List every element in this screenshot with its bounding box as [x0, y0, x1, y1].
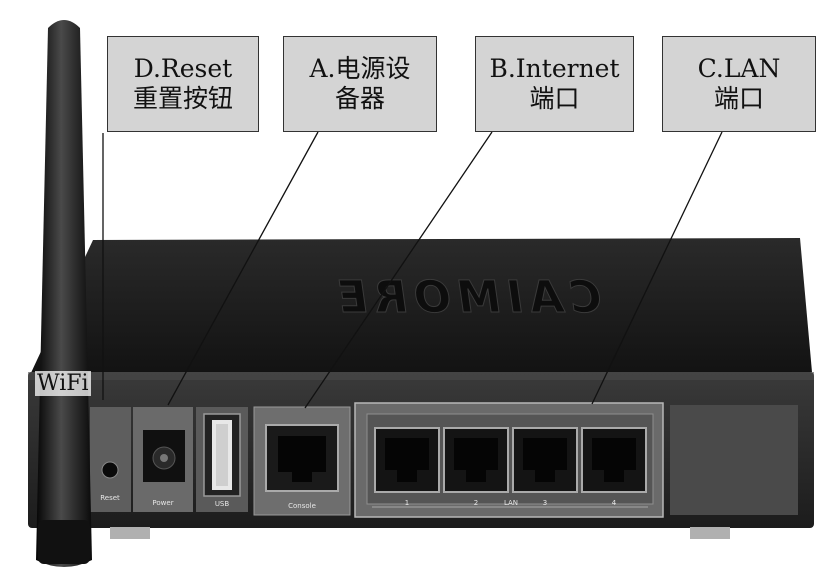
leader-line-power	[167, 131, 319, 406]
callout-lan: C.LAN 端口	[662, 36, 816, 132]
power-port-label: Power	[152, 499, 173, 507]
leader-line-lan	[591, 131, 723, 405]
router-foot-left	[110, 527, 150, 539]
reset-port-label: Reset	[100, 494, 120, 502]
wifi-antenna	[36, 20, 92, 567]
callout-lan-title: C.LAN	[697, 54, 781, 83]
callout-power: A.电源设 备器	[283, 36, 437, 132]
wifi-label: WiFi	[35, 371, 91, 396]
lan-number-1: 1	[405, 499, 409, 507]
callout-reset-desc: 重置按钮	[132, 84, 233, 113]
lan-port-4[interactable]	[581, 427, 647, 493]
reset-button-hole[interactable]	[101, 461, 119, 479]
callout-power-desc: 备器	[334, 84, 385, 113]
lan-port-2[interactable]	[443, 427, 509, 493]
lan-port-1[interactable]	[374, 427, 440, 493]
lan-number-2: 2	[474, 499, 478, 507]
callout-reset: D.Reset 重置按钮	[107, 36, 259, 132]
callout-lan-desc: 端口	[713, 84, 764, 113]
callout-reset-title: D.Reset	[133, 54, 233, 83]
brand-logo: CAIMORE	[328, 272, 605, 323]
callout-internet-desc: 端口	[529, 84, 580, 113]
console-port-label: Console	[288, 502, 316, 510]
lan-number-3: 3	[543, 499, 547, 507]
reset-panel	[90, 407, 131, 512]
right-blank-panel	[670, 405, 798, 515]
callout-power-title: A.电源设	[309, 54, 411, 83]
lan-number-4: 4	[612, 499, 617, 507]
leader-line-internet	[304, 131, 493, 409]
router-foot-right	[690, 527, 730, 539]
callout-internet-title: B.Internet	[489, 54, 620, 83]
callout-internet: B.Internet 端口	[475, 36, 634, 132]
lan-ports-label: LAN	[504, 499, 518, 507]
lan-port-3[interactable]	[512, 427, 578, 493]
usb-port-label: USB	[215, 500, 230, 508]
router-top-surface	[30, 238, 812, 375]
